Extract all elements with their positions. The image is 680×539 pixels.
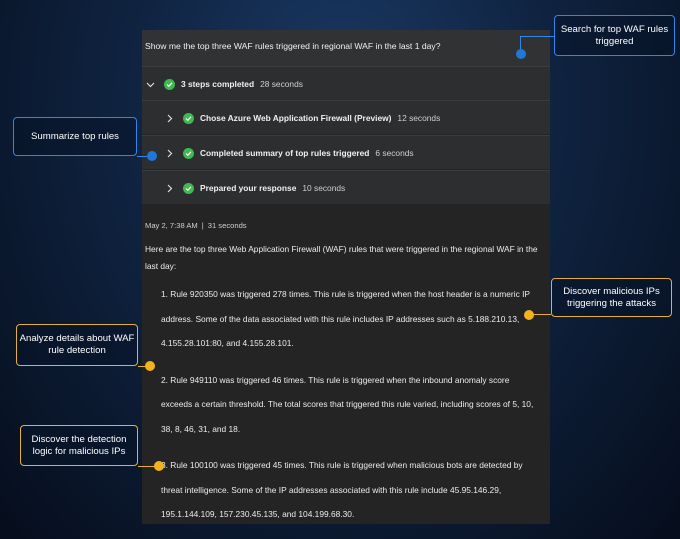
callout-search: Search for top WAF rules triggered bbox=[554, 15, 675, 56]
step-label: Chose Azure Web Application Firewall (Pr… bbox=[200, 113, 392, 123]
marker-dot bbox=[154, 461, 164, 471]
step-time: 10 seconds bbox=[302, 183, 346, 193]
response-timestamp: May 2, 7:38 AM bbox=[145, 221, 198, 230]
chevron-down-icon[interactable] bbox=[146, 80, 155, 88]
response-meta: May 2, 7:38 AM|31 seconds bbox=[145, 221, 247, 230]
callout-text: Discover the detection logic for malicio… bbox=[31, 433, 127, 457]
callout-detection-logic: Discover the detection logic for malicio… bbox=[20, 425, 138, 466]
step-time: 6 seconds bbox=[375, 148, 414, 158]
meta-separator: | bbox=[201, 221, 204, 230]
copilot-panel: Show me the top three WAF rules triggere… bbox=[142, 30, 550, 524]
summary-time: 28 seconds bbox=[260, 79, 303, 89]
check-circle-icon bbox=[183, 112, 194, 124]
summary-label: 3 steps completed bbox=[181, 79, 255, 89]
step-label: Completed summary of top rules triggered bbox=[200, 148, 370, 158]
prompt-text: Show me the top three WAF rules triggere… bbox=[145, 41, 441, 51]
chevron-right-icon[interactable] bbox=[165, 184, 173, 193]
check-circle-icon bbox=[183, 147, 194, 159]
chevron-right-icon[interactable] bbox=[165, 149, 173, 158]
marker-dot bbox=[516, 49, 526, 59]
step-row[interactable]: Chose Azure Web Application Firewall (Pr… bbox=[142, 100, 550, 134]
rules-list: 1. Rule 920350 was triggered 278 times. … bbox=[161, 282, 539, 539]
list-item: 3. Rule 100100 was triggered 45 times. T… bbox=[161, 460, 523, 519]
check-circle-icon bbox=[183, 182, 194, 194]
check-circle-icon bbox=[164, 78, 175, 90]
step-label: Prepared your response bbox=[200, 183, 297, 193]
step-time: 12 seconds bbox=[397, 113, 441, 123]
list-item: 2. Rule 949110 was triggered 46 times. T… bbox=[161, 374, 534, 434]
response-intro: Here are the top three Web Application F… bbox=[145, 244, 538, 271]
connector-line bbox=[520, 36, 554, 37]
callout-malicious-ips: Discover malicious IPs triggering the at… bbox=[551, 278, 672, 317]
marker-dot bbox=[524, 310, 534, 320]
connector-line bbox=[137, 156, 150, 157]
callout-summarize: Summarize top rules bbox=[13, 117, 137, 156]
callout-text: Analyze details about WAF rule detection bbox=[19, 333, 135, 356]
connector-line bbox=[138, 466, 156, 467]
callout-text: Search for top WAF rules triggered bbox=[560, 23, 669, 47]
response-duration: 31 seconds bbox=[207, 221, 247, 230]
callout-analyze: Analyze details about WAF rule detection bbox=[16, 324, 138, 366]
marker-dot bbox=[147, 151, 157, 161]
callout-text: Discover malicious IPs triggering the at… bbox=[563, 285, 660, 309]
steps-summary-row[interactable]: 3 steps completed 28 seconds bbox=[142, 66, 550, 100]
step-row[interactable]: Completed summary of top rules triggered… bbox=[142, 135, 550, 169]
marker-dot bbox=[145, 361, 155, 371]
connector-line bbox=[138, 366, 148, 367]
connector-line bbox=[520, 36, 521, 53]
list-item: 1. Rule 920350 was triggered 278 times. … bbox=[161, 289, 530, 348]
step-row[interactable]: Prepared your response 10 seconds bbox=[142, 170, 550, 204]
callout-text: Summarize top rules bbox=[31, 130, 119, 142]
user-prompt: Show me the top three WAF rules triggere… bbox=[142, 30, 550, 66]
connector-line bbox=[530, 314, 551, 315]
chevron-right-icon[interactable] bbox=[165, 114, 173, 123]
